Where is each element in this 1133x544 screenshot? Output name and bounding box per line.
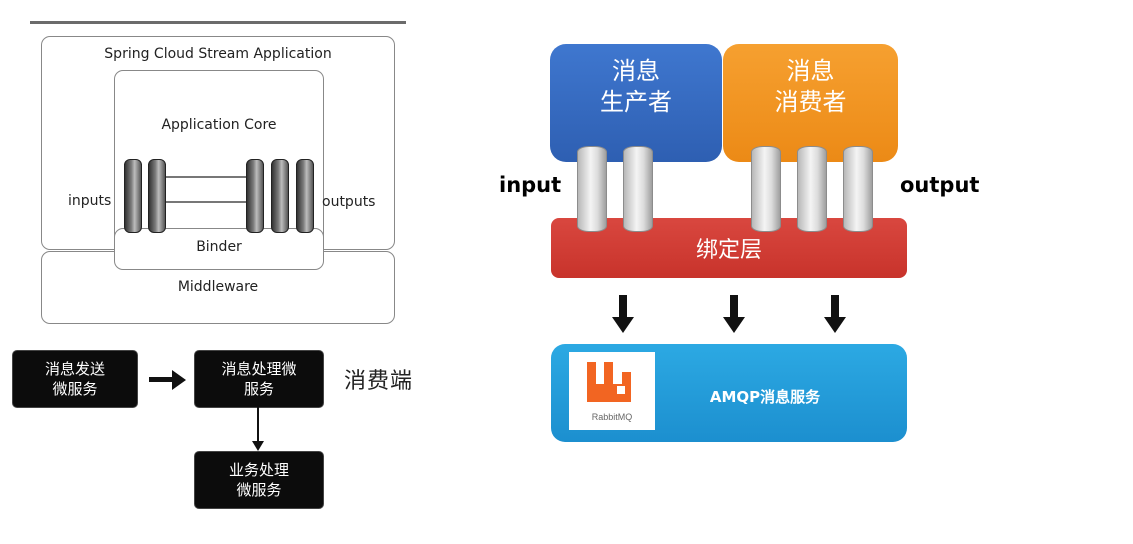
message-process-service-box: 消息处理微 服务 [195, 351, 323, 407]
output-channel-cylinder [246, 159, 264, 233]
business-process-service-box: 业务处理 微服务 [195, 452, 323, 508]
top-divider-line [30, 21, 406, 24]
flow-arrow-right-head [172, 370, 186, 390]
binder-box [114, 228, 324, 270]
application-core-box [114, 70, 324, 254]
send-service-line-2: 微服务 [52, 380, 98, 398]
consumer-line-1: 消息 [786, 57, 835, 85]
down-arrow-icon [612, 295, 634, 333]
message-producer-box: 消息 生产者 [550, 44, 722, 162]
process-service-line-2: 服务 [243, 380, 274, 398]
spring-cloud-stream-app-title: Spring Cloud Stream Application [104, 46, 332, 62]
output-label: output [900, 173, 980, 197]
middleware-label: Middleware [177, 279, 259, 295]
output-pipe [843, 146, 873, 232]
down-arrow-icon [723, 295, 745, 333]
flow-arrow-right-shaft [149, 377, 175, 382]
input-channel-cylinder [148, 159, 166, 233]
rabbitmq-logo-card: RabbitMQ [569, 352, 655, 430]
consumer-line-2: 消费者 [774, 88, 847, 116]
output-channel-cylinder [271, 159, 289, 233]
producer-line-2: 生产者 [600, 88, 672, 116]
binding-layer-label: 绑定层 [695, 238, 762, 263]
send-service-line-1: 消息发送 [44, 360, 105, 378]
message-consumer-box: 消息 消费者 [723, 44, 898, 162]
rabbitmq-caption: RabbitMQ [591, 412, 633, 422]
channel-rail-top [164, 176, 256, 178]
amqp-service-label: AMQP消息服务 [709, 388, 821, 406]
application-core-title: Application Core [161, 117, 277, 133]
flow-arrow-down-head [252, 441, 264, 451]
down-arrow-icon [824, 295, 846, 333]
output-channel-cylinder [296, 159, 314, 233]
message-send-service-box: 消息发送 微服务 [13, 351, 137, 407]
channel-rail-bottom [164, 201, 256, 203]
output-pipe [797, 146, 827, 232]
process-service-line-1: 消息处理微 [221, 360, 297, 378]
business-service-line-1: 业务处理 [228, 461, 289, 479]
binder-label: Binder [196, 239, 242, 255]
input-pipe [623, 146, 653, 232]
inputs-label: inputs [68, 193, 112, 209]
producer-line-1: 消息 [612, 57, 660, 85]
output-pipe [751, 146, 781, 232]
input-pipe [577, 146, 607, 232]
flow-arrow-down-shaft [257, 407, 259, 444]
business-service-line-2: 微服务 [236, 481, 282, 499]
rabbitmq-logo-icon [587, 362, 631, 402]
outputs-label: outputs [322, 194, 376, 210]
consumer-side-label: 消费端 [344, 369, 414, 394]
input-label: input [499, 173, 562, 197]
input-channel-cylinder [124, 159, 142, 233]
